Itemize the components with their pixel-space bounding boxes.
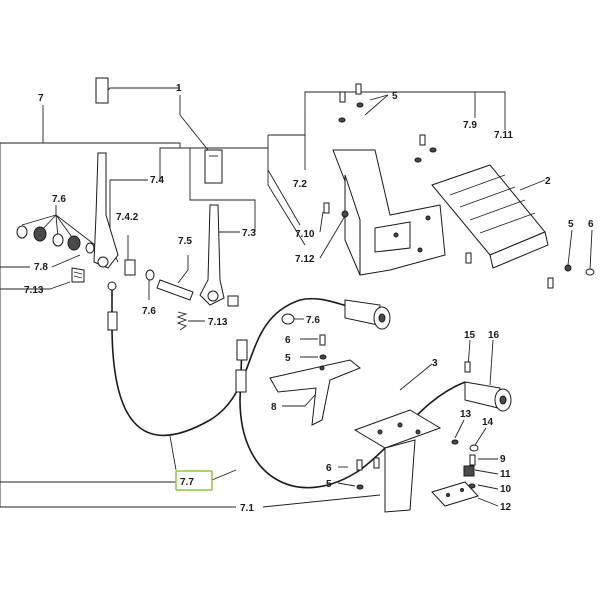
- leader-lines: [0, 87, 593, 508]
- pin-7-5-part: [145, 269, 194, 301]
- callout-7-13-right: 7.13: [208, 317, 228, 328]
- lever-7-3-part: [199, 204, 239, 307]
- bracket-8-part: [269, 334, 361, 426]
- callout-7-3: 7.3: [242, 228, 256, 239]
- callout-7-12: 7.12: [295, 254, 315, 265]
- callout-7-9: 7.9: [463, 120, 477, 131]
- callout-7-6-right: 7.6: [306, 315, 320, 326]
- callout-7-4-2: 7.4.2: [116, 212, 139, 223]
- callout-highlight-box: [175, 470, 213, 491]
- callout-14: 14: [482, 417, 494, 428]
- callout-7: 7: [38, 93, 44, 104]
- callout-2: 2: [545, 176, 551, 187]
- callout-8: 8: [271, 402, 277, 413]
- hand-grip-part: [95, 77, 223, 184]
- callout-7-6-lower: 7.6: [142, 306, 156, 317]
- screws-top-part: [323, 83, 595, 289]
- callout-16: 16: [488, 330, 500, 341]
- cable-housing-upper-part: [344, 299, 391, 330]
- callout-7-7: 7.7: [180, 477, 194, 488]
- callout-7-8: 7.8: [34, 262, 48, 273]
- callout-5-right: 5: [568, 219, 574, 230]
- callout-labels: 7 1 5 7.9 7.11 7.4 7.6 7.4.2 7.2 2 7.3 7…: [24, 83, 594, 514]
- callout-6-right: 6: [588, 219, 594, 230]
- callout-7-6-left: 7.6: [52, 194, 66, 205]
- screws-lower-part: [356, 457, 380, 490]
- callout-7-4: 7.4: [150, 175, 164, 186]
- callout-7-5: 7.5: [178, 236, 192, 247]
- callout-6-lower: 6: [326, 463, 332, 474]
- callout-11: 11: [500, 469, 511, 480]
- callout-5-mid: 5: [285, 353, 291, 364]
- cable-housing-lower-part: [464, 361, 512, 412]
- callout-7-11: 7.11: [494, 130, 513, 141]
- callout-5-top: 5: [392, 91, 398, 102]
- callout-13: 13: [460, 409, 472, 420]
- callout-12: 12: [500, 502, 512, 513]
- callout-1: 1: [176, 83, 182, 94]
- pedal-2-part: [431, 164, 549, 269]
- cable-7-7-part: [107, 281, 466, 489]
- callout-7-1: 7.1: [240, 503, 254, 514]
- callout-15: 15: [464, 330, 476, 341]
- callout-6-mid: 6: [285, 335, 291, 346]
- callout-7-10: 7.10: [295, 229, 315, 240]
- callout-5-lower: 5: [326, 479, 332, 490]
- callout-7-2: 7.2: [293, 179, 307, 190]
- bracket-3-part: [353, 409, 479, 513]
- spring-7-13-part: [176, 311, 188, 331]
- callout-3: 3: [432, 358, 438, 369]
- callout-9: 9: [500, 454, 506, 465]
- callout-10: 10: [500, 484, 512, 495]
- callout-7-13-left: 7.13: [24, 285, 44, 296]
- bushing-set-part: [16, 225, 95, 283]
- bracket-7-2-part: [332, 149, 446, 276]
- fastener-stack-part: [431, 454, 479, 507]
- lever-7-4-part: [93, 152, 136, 276]
